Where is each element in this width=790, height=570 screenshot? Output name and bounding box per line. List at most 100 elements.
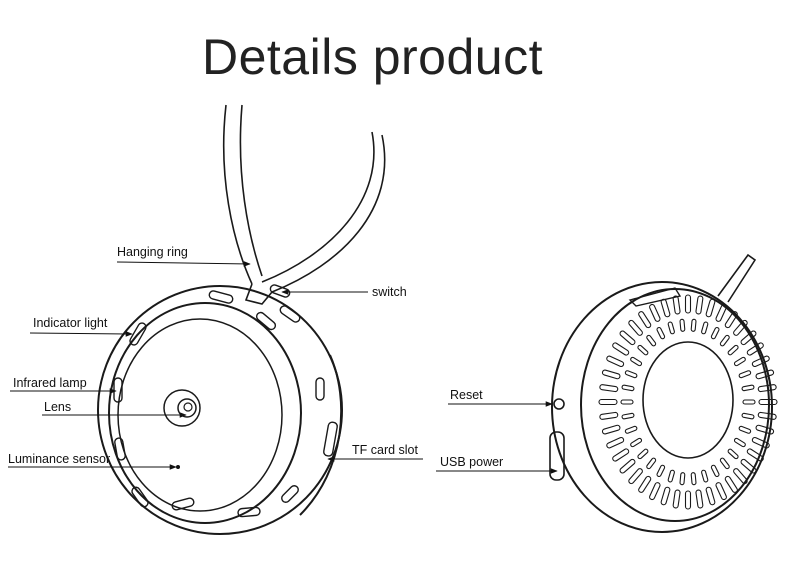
leader-lines <box>8 261 558 474</box>
vent-slot <box>758 398 778 406</box>
front-face-ring <box>108 302 302 524</box>
vent-slot <box>751 355 770 368</box>
vent-slot <box>690 318 697 332</box>
vent-slot <box>690 472 697 486</box>
vent-slot <box>637 448 649 460</box>
vent-slot <box>601 369 621 380</box>
label-hanging-ring: Hanging ring <box>117 245 188 259</box>
vent-slot <box>715 303 727 322</box>
vent-slot <box>727 344 739 356</box>
label-switch: switch <box>372 285 407 299</box>
vent-slot <box>695 295 704 315</box>
vent-slot <box>624 425 638 434</box>
vent-slot <box>741 384 755 392</box>
vent-slot <box>738 425 752 434</box>
label-usb-power: USB power <box>440 455 503 469</box>
vent-slot <box>741 412 755 420</box>
vent-slot <box>649 482 661 501</box>
vent-slot <box>705 486 716 506</box>
vent-slot <box>679 472 686 486</box>
vent-slot <box>624 370 638 379</box>
vent-slot <box>620 399 634 405</box>
vent-slot <box>710 464 720 478</box>
vent-slot <box>724 475 738 493</box>
vent-slot <box>612 448 630 462</box>
vent-slot <box>660 486 671 506</box>
vent-slot <box>621 384 635 392</box>
vent-slot <box>733 319 748 336</box>
back-top-slot <box>628 287 682 307</box>
vent-slot <box>733 437 746 448</box>
vent-slot <box>684 490 692 510</box>
vent-slot <box>667 469 675 483</box>
vent-slot <box>672 295 681 315</box>
vent-slot <box>606 355 625 368</box>
vent-slot <box>733 468 748 485</box>
vent-slot <box>679 318 686 332</box>
vent-slot <box>656 464 666 478</box>
vent-slot <box>599 384 619 393</box>
vent-slot <box>740 330 757 346</box>
vent-slot <box>746 448 764 462</box>
vent-slot <box>701 469 709 483</box>
vent-slots <box>598 294 778 510</box>
label-reset: Reset <box>450 388 483 402</box>
front-camera-device <box>97 104 386 535</box>
vent-slot <box>719 334 730 347</box>
vent-slot <box>601 424 621 435</box>
vent-slot <box>755 424 775 435</box>
switch-nub <box>269 284 291 298</box>
lens <box>163 389 201 427</box>
vent-slot <box>621 412 635 420</box>
vent-slot <box>667 321 675 335</box>
back-face-center <box>642 341 734 459</box>
hanging-ring-strap <box>222 104 386 305</box>
vent-slot <box>630 437 643 448</box>
vent-slot <box>599 411 619 420</box>
vent-slot <box>646 334 657 347</box>
vent-slot <box>606 436 625 449</box>
vent-slot <box>751 436 770 449</box>
vent-slot <box>710 326 720 340</box>
label-tf-card-slot: TF card slot <box>352 443 419 457</box>
vent-slot <box>637 344 649 356</box>
vent-slot <box>628 319 643 336</box>
label-lens: Lens <box>44 400 71 414</box>
reset-hole <box>553 398 565 410</box>
vent-slot <box>612 342 630 356</box>
vent-slot <box>701 321 709 335</box>
usb-power-port <box>549 431 565 481</box>
label-infrared-lamp: Infrared lamp <box>13 376 87 390</box>
vent-slot <box>619 330 636 346</box>
vent-slot <box>755 369 775 380</box>
vent-slot <box>746 342 764 356</box>
vent-slot <box>646 457 657 470</box>
vent-slot <box>740 458 757 474</box>
vent-slot <box>705 298 716 318</box>
vent-slot <box>638 311 652 329</box>
back-housing-outer <box>551 281 773 533</box>
vent-slot <box>598 398 618 406</box>
vent-slot <box>738 370 752 379</box>
vent-slot <box>660 298 671 318</box>
vent-slot <box>724 311 738 329</box>
vent-slot <box>638 475 652 493</box>
page-title: Details product <box>202 29 543 85</box>
vent-slot <box>715 482 727 501</box>
vent-slot <box>733 356 746 367</box>
label-luminance-sensor: Luminance sensor <box>8 452 110 466</box>
vent-slot <box>672 489 681 509</box>
vent-slot <box>619 458 636 474</box>
label-indicator-light: Indicator light <box>33 316 108 330</box>
vent-slot <box>656 326 666 340</box>
luminance-sensor-dot <box>176 465 180 469</box>
vent-slot <box>695 489 704 509</box>
vent-slot <box>630 356 643 367</box>
vent-slot <box>742 399 756 405</box>
vent-slot <box>727 448 739 460</box>
vent-slot <box>757 384 777 393</box>
vent-slot <box>757 411 777 420</box>
vent-slot <box>649 303 661 322</box>
vent-slot <box>628 468 643 485</box>
